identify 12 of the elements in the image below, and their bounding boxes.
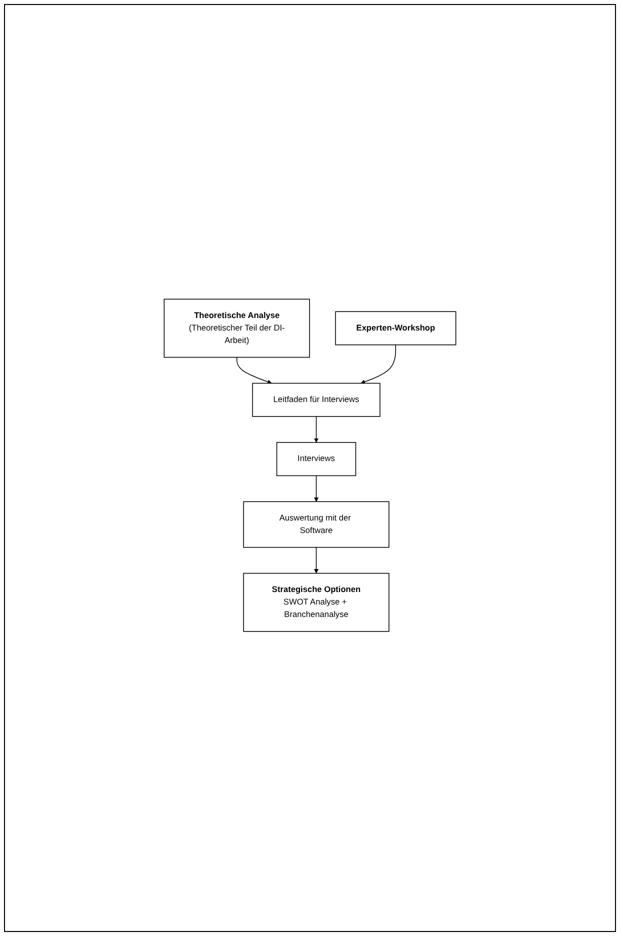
arrow [314, 475, 319, 502]
node-box [164, 298, 310, 358]
node-box [335, 311, 456, 346]
node-box [243, 573, 390, 632]
node-box [252, 383, 380, 418]
arrow [314, 416, 319, 443]
arrow [360, 344, 396, 384]
node-box [276, 442, 356, 476]
page-frame: Theoretische Analyse (Theoretischer Teil der DI-Arbeit) Experten-Workshop Leitfaden für Interviews Interviews Auswertung mit der Software Strategische Optionen SWOT Analyse + Branchenanalyse [4, 4, 616, 932]
node-box [243, 501, 390, 548]
arrow [314, 547, 319, 574]
arrow [236, 357, 272, 384]
